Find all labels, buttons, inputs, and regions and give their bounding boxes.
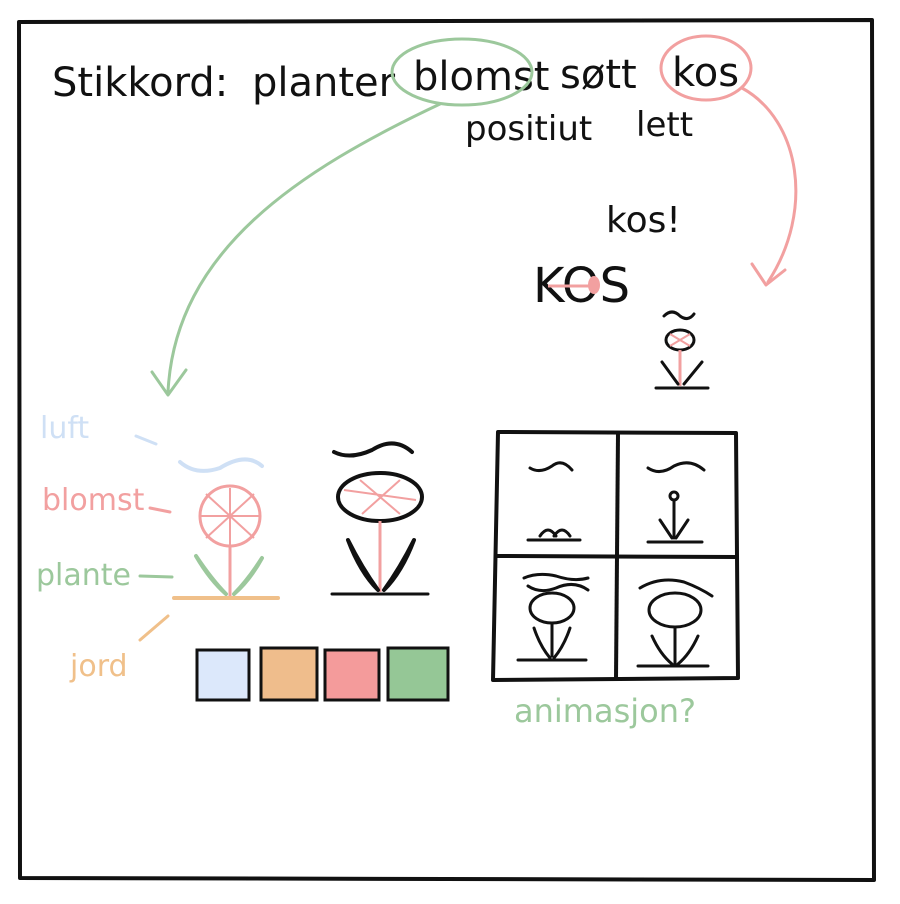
kos-o-dot [588,276,600,294]
leader-plante [138,574,174,579]
legend-blomst: blomst [42,483,145,518]
header-word-planter: planter [252,60,396,106]
anim-frame-1 [526,461,582,542]
legend-jord: jord [69,649,128,684]
swatch-blue [195,648,251,702]
green-arrow-head [150,368,188,397]
header-prefix: Stikkord: [52,60,228,106]
anim-frame-2 [646,461,706,544]
swatch-pink [323,648,381,702]
header-word-blomst: blomst [413,54,549,100]
header-word-lett: lett [636,105,693,145]
header-word-positiut: positiut [465,109,592,149]
leader-blomst [148,506,172,514]
outer-frame [17,18,876,882]
kos-highlight-circle [659,34,753,102]
header-word-sott: søtt [560,52,637,98]
header-word-kos: kos [672,50,739,96]
animation-grid [491,430,740,682]
swatch-green [386,646,450,702]
leader-luft [134,434,158,446]
kos-small: kos! [606,200,681,241]
green-arrow [166,102,442,394]
animation-caption: animasjon? [514,692,696,730]
pink-arrow-head [750,262,787,287]
legend-flower [172,457,280,600]
anim-frame-4 [636,578,714,668]
legend-plante: plante [36,558,131,593]
anim-frame-3 [516,572,590,662]
pink-arrow [740,86,798,284]
legend-luft: luft [40,411,89,446]
small-kos-flower [654,310,710,390]
swatch-orange [259,646,319,702]
big-flower [330,441,430,596]
leader-jord [138,614,170,642]
blomst-highlight-circle [390,37,534,107]
